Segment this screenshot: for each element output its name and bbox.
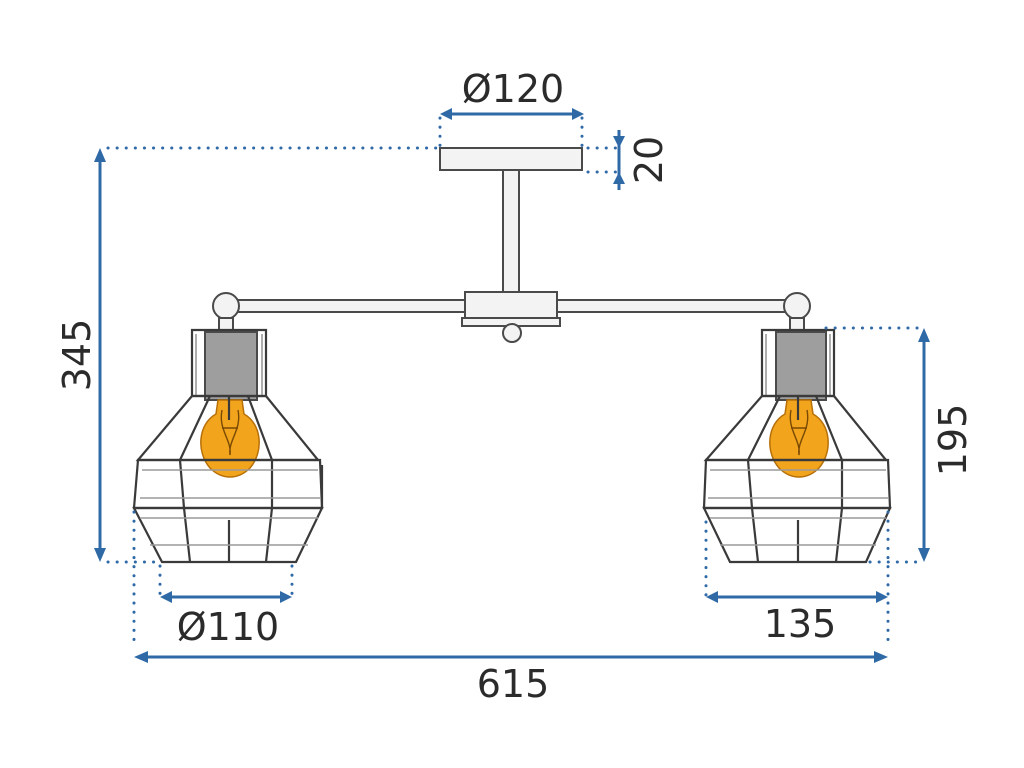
lamp-stem: [502, 169, 520, 293]
left-neck: [218, 317, 234, 331]
label-total-width: 615: [477, 662, 550, 706]
left-bulb: [200, 399, 260, 478]
dim-shade-height: 195: [918, 328, 975, 562]
label-shade-height: 195: [931, 404, 975, 477]
ceiling-lamp: [132, 147, 892, 564]
dimension-guides: [106, 116, 926, 642]
right-shade: [702, 328, 892, 564]
label-base-height: 20: [627, 136, 671, 184]
dim-base-diameter: Ø120: [440, 67, 584, 120]
left-cage-lower: [132, 506, 324, 564]
left-shade: [132, 328, 324, 564]
label-shade-diameter: Ø110: [177, 605, 279, 649]
label-total-height: 345: [55, 319, 99, 392]
dim-shade-diameter: Ø110: [160, 591, 292, 649]
left-socket: [204, 331, 258, 401]
right-cage-lower: [702, 506, 892, 564]
ceiling-canopy: [439, 147, 583, 171]
right-bulb: [769, 399, 829, 478]
dim-total-height: 345: [55, 148, 106, 562]
right-socket: [775, 331, 827, 401]
label-shade-width: 135: [764, 602, 837, 646]
right-neck: [789, 317, 805, 331]
left-arm-knob: [212, 292, 240, 320]
label-base-diameter: Ø120: [462, 67, 564, 111]
central-finial: [502, 323, 522, 343]
dim-total-width: 615: [134, 651, 888, 706]
dim-shade-width: 135: [706, 591, 888, 646]
dim-base-height: 20: [613, 130, 671, 190]
right-arm-knob: [783, 292, 811, 320]
